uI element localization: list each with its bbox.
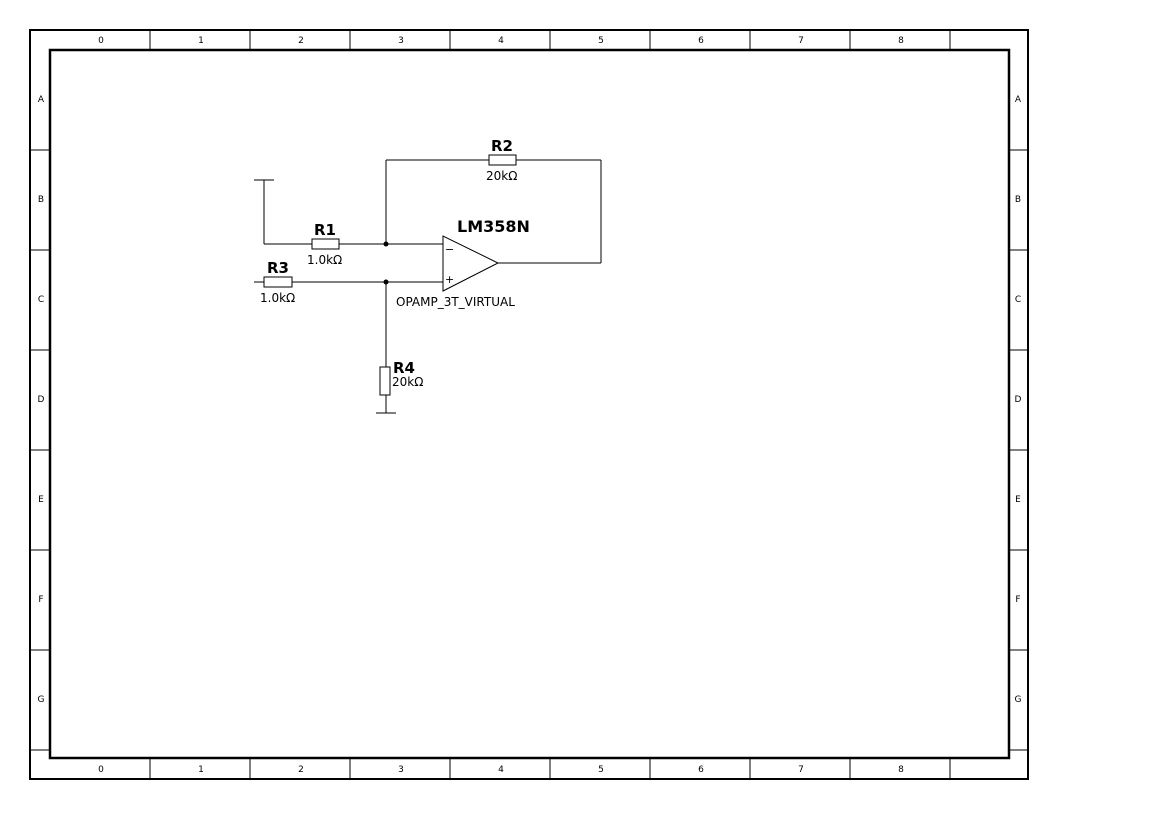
column-label-top: 7 [798, 36, 804, 46]
row-label-left: G [38, 695, 45, 705]
resistor-r1[interactable] [311, 238, 340, 250]
column-dividers [149, 30, 951, 779]
opamp-symbol[interactable] [442, 235, 500, 292]
resistor-r3[interactable] [263, 276, 293, 288]
opamp-ref-label: LM358N [457, 217, 530, 236]
row-label-left: D [38, 395, 45, 405]
row-label-left: C [38, 295, 44, 305]
row-label-right: E [1015, 495, 1021, 505]
column-label-top: 3 [398, 36, 404, 46]
row-label-right: G [1015, 695, 1022, 705]
row-label-right: F [1015, 595, 1020, 605]
r4-ref-label: R4 [393, 359, 415, 377]
r3-ref-label: R3 [267, 259, 289, 277]
outer-frame [29, 29, 1029, 780]
column-label-bottom: 6 [698, 765, 704, 775]
row-label-right: C [1015, 295, 1021, 305]
opamp-model-label: OPAMP_3T_VIRTUAL [396, 295, 515, 309]
resistor-r4[interactable] [379, 366, 391, 396]
r1-value-label: 1.0kΩ [307, 253, 342, 267]
column-label-bottom: 3 [398, 765, 404, 775]
circuit: R1 1.0kΩ R2 20kΩ − + LM358N OPAMP_3T_VIR… [254, 137, 602, 414]
inner-frame [48, 48, 1011, 760]
opamp-minus-pin-label: − [445, 243, 454, 256]
r2-value-label: 20kΩ [486, 169, 517, 183]
column-label-top: 8 [898, 36, 904, 46]
row-label-right: A [1015, 95, 1022, 105]
column-label-top: 5 [598, 36, 604, 46]
column-label-bottom: 2 [298, 765, 304, 775]
row-label-left: B [38, 195, 44, 205]
r1-ref-label: R1 [314, 221, 336, 239]
r2-ref-label: R2 [491, 137, 513, 155]
row-label-left: E [38, 495, 44, 505]
opamp-plus-pin-label: + [445, 273, 454, 286]
row-label-left: A [38, 95, 45, 105]
row-label-left: F [38, 595, 43, 605]
column-label-bottom: 5 [598, 765, 604, 775]
row-dividers [30, 149, 1028, 651]
column-label-top: 0 [98, 36, 104, 46]
column-label-top: 4 [498, 36, 504, 46]
column-label-bottom: 1 [198, 765, 204, 775]
resistor-r2[interactable] [488, 154, 517, 166]
column-label-bottom: 8 [898, 765, 904, 775]
column-label-bottom: 0 [98, 765, 104, 775]
column-label-top: 6 [698, 36, 704, 46]
row-label-right: D [1015, 395, 1022, 405]
column-label-bottom: 4 [498, 765, 504, 775]
column-label-bottom: 7 [798, 765, 804, 775]
row-label-right: B [1015, 195, 1021, 205]
r4-value-label: 20kΩ [392, 375, 423, 389]
column-label-top: 2 [298, 36, 304, 46]
column-label-top: 1 [198, 36, 204, 46]
r3-value-label: 1.0kΩ [260, 291, 295, 305]
